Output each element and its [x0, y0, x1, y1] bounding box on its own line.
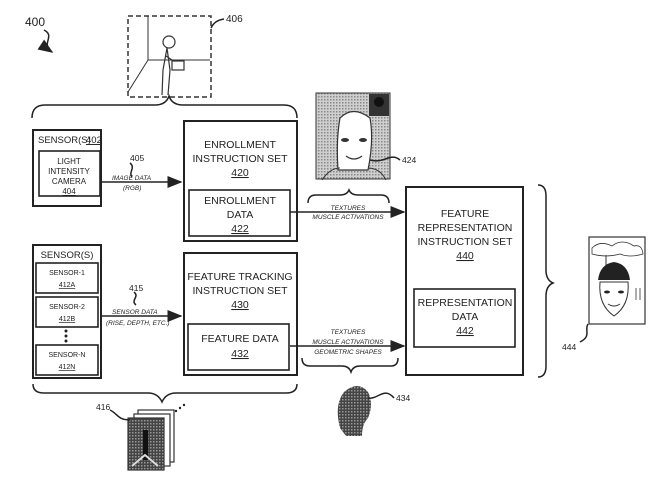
label-flow_lower-lines-1: MUSCLE ACTIVATIONS	[312, 339, 384, 346]
label-sensor_block_2-sensors-0-ref: 412A	[59, 282, 76, 289]
sensor-data-sub: (RISE, DEPTH, ETC.)	[106, 320, 170, 327]
label-representation-data-lines-0: REPRESENTATION	[418, 297, 513, 309]
sensor-title: SENSOR(S)	[38, 135, 91, 146]
person-body	[161, 47, 179, 96]
arrow-ref-415: 415	[129, 283, 143, 293]
avatar-output-ref: 444	[562, 342, 576, 352]
ref-leader-416	[109, 409, 131, 421]
enrollment-face-image	[315, 92, 391, 181]
label-representation-data-ref: 442	[456, 325, 474, 337]
label-representation-lines-1: REPRESENTATION	[418, 222, 513, 234]
sensor-1-412A	[35, 262, 99, 294]
label-sensor_block_1-inner-lines-0: LIGHT	[57, 157, 81, 166]
label-tracking-lines-0: FEATURE TRACKING	[187, 271, 292, 283]
ref-leader-406	[210, 18, 225, 29]
ref-leader-424	[369, 156, 401, 162]
enrollment-instruction-set-420: ENROLLMENT INSTRUCTION SET 420 ENROLLMEN…	[183, 120, 298, 242]
enroll-image-ref: 424	[402, 155, 416, 165]
ref-leader-405	[129, 162, 134, 178]
scene-illustration: 406	[127, 14, 243, 98]
label-sensor_block_2-sensors-0-label: SENSOR-1	[49, 270, 85, 277]
sensor-data-label: SENSOR DATA	[112, 309, 158, 316]
label-enrollment-data-lines-1: DATA	[227, 209, 253, 221]
person-head	[162, 35, 176, 49]
scene-ref: 406	[226, 14, 243, 25]
label-sensor_block_2-sensors-1-label: SENSOR-2	[49, 304, 85, 311]
device-icon	[171, 60, 185, 71]
label-enrollment-data-ref: 422	[231, 223, 249, 235]
arrow-ref-405: 405	[130, 153, 144, 163]
sensor-n-412N	[35, 344, 99, 376]
label-representation-lines-0: FEATURE	[441, 208, 489, 220]
label-representation-data-lines-1: DATA	[452, 311, 478, 323]
ref-leader-444	[579, 323, 589, 343]
enrollment-data-422	[188, 189, 291, 237]
sensor-2-412B	[35, 296, 99, 328]
image-data-sub: (RGB)	[123, 185, 141, 192]
lower-flow-brace	[301, 357, 399, 375]
top-brace	[31, 93, 298, 119]
label-flow_lower-lines-0: TEXTURES	[331, 329, 366, 336]
image-stack	[127, 403, 186, 471]
figure-ref-400: 400	[25, 15, 45, 29]
label-sensor_block_1-inner-lines-2: CAMERA	[52, 177, 87, 186]
label-enrollment-ref: 420	[231, 167, 249, 179]
label-sensor_block_1-inner-lines-1: INTENSITY	[48, 167, 90, 176]
figure-ref-arrow	[37, 29, 54, 53]
ref-leader-434	[367, 392, 395, 399]
label-tracking-lines-1: INSTRUCTION SET	[192, 285, 288, 297]
label-flow_upper-lines-0: TEXTURES	[331, 205, 366, 212]
label-sensor_block_1-inner-ref: 404	[62, 187, 76, 196]
label-sensor_block_2-sensors-2-label: SENSOR-N	[49, 352, 86, 359]
head-model-ref: 434	[396, 393, 410, 403]
label-enrollment-lines-0: ENROLLMENT	[204, 139, 276, 151]
label-enrollment-data-lines-0: ENROLLMENT	[204, 195, 276, 207]
label-tracking-ref: 430	[231, 299, 249, 311]
label-tracking-data-ref: 432	[231, 348, 249, 360]
label-tracking-data-lines-0: FEATURE DATA	[201, 333, 279, 345]
label-sensor_block_2-sensors-1-ref: 412B	[59, 316, 76, 323]
upper-flow-brace	[307, 187, 390, 204]
feature-data-432	[187, 323, 290, 371]
label-representation-lines-2: INSTRUCTION SET	[417, 236, 513, 248]
sensor-ref: 402	[86, 135, 102, 146]
image-stack-ref: 416	[96, 402, 110, 412]
label-representation-ref: 440	[456, 250, 474, 262]
feature-tracking-instruction-set-430: FEATURE TRACKING INSTRUCTION SET 430 FEA…	[183, 252, 298, 376]
bottom-brace	[32, 383, 298, 404]
feature-representation-instruction-set-440: FEATURE REPRESENTATION INSTRUCTION SET 4…	[405, 186, 524, 376]
head-model-image	[337, 386, 371, 436]
label-sensor_block_2-sensors-2-ref: 412N	[59, 364, 76, 371]
label-sensor_block_2-title: SENSOR(S)	[41, 250, 94, 261]
scene-frame	[127, 15, 212, 98]
image-data-label: IMAGE DATA	[112, 175, 151, 182]
right-brace	[537, 184, 555, 378]
label-flow_lower-lines-2: GEOMETRIC SHAPES	[314, 349, 382, 356]
label-flow_upper-lines-1: MUSCLE ACTIVATIONS	[312, 214, 384, 221]
sensor-block-402: SENSOR(S) 402 LIGHT INTENSITY CAMERA 404	[32, 129, 102, 207]
ref-leader-415	[133, 291, 137, 306]
representation-data-442	[413, 288, 516, 348]
label-enrollment-lines-1: INSTRUCTION SET	[192, 153, 288, 165]
sensor-block-412: SENSOR(S) SENSOR-1 412A SENSOR-2 412B SE…	[32, 244, 102, 379]
avatar-output-image	[588, 236, 646, 325]
